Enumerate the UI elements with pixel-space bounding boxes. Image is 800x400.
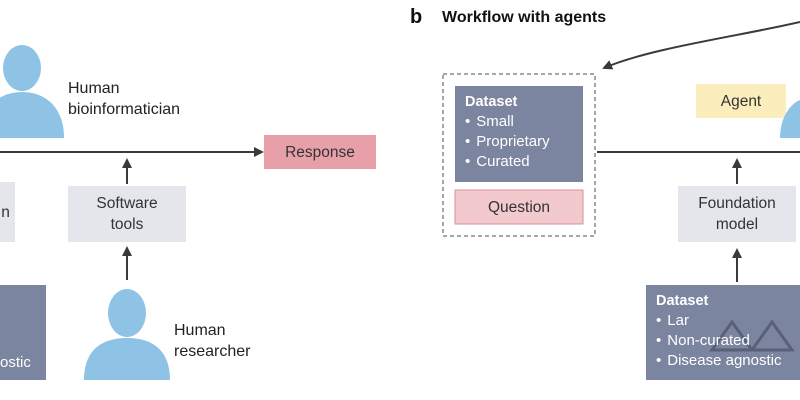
panel-title: Workflow with agents: [442, 9, 607, 26]
label-line: tools: [110, 216, 144, 233]
response-label: Response: [285, 143, 355, 161]
dashed-container: [442, 73, 596, 237]
label-line: Software: [96, 195, 158, 212]
label-line: Human: [174, 322, 226, 339]
label-line: Human: [68, 80, 120, 97]
question-label: Question: [487, 198, 551, 216]
response-box: [264, 135, 376, 169]
dataset-local-content: Dataset Small Proprietary Curated: [455, 86, 583, 182]
question-box: [454, 189, 584, 225]
dataset-foundation-item: Disease agnostic: [656, 351, 800, 371]
foundation-model-label: Foundation model: [678, 186, 796, 242]
dataset-local-title: Dataset: [465, 94, 518, 110]
dataset-local-item: Proprietary: [465, 132, 583, 152]
dataset-local-item: Small: [465, 112, 583, 132]
label-line: Foundation: [698, 195, 776, 212]
left-cut-box-label: n: [1, 203, 10, 221]
label-line: bioinformatician: [68, 101, 181, 118]
dataset-foundation-item: Lar: [656, 311, 800, 331]
human-researcher-icon: [84, 289, 170, 380]
dataset-foundation-content: Dataset Lar Non-curated Disease agnostic: [646, 285, 800, 380]
software-tools-box: [68, 186, 186, 242]
left-dataset-box: [0, 285, 46, 380]
dataset-foundation-item: Non-curated: [656, 331, 800, 351]
human-bioinformatician-icon: [0, 45, 64, 138]
label-line: model: [715, 216, 759, 233]
dataset-local-item: Curated: [465, 152, 583, 172]
label-line: researcher: [174, 343, 251, 360]
human-bioinformatician-label: Human bioinformatician: [68, 78, 180, 120]
curved-arrow-to-dataset: [602, 21, 800, 70]
agent-box: [696, 84, 786, 118]
foundation-model-box: [678, 186, 796, 242]
software-tools-label: Software tools: [68, 186, 186, 242]
dataset-foundation-title: Dataset: [656, 293, 709, 309]
human-researcher-label: Human researcher: [174, 320, 250, 362]
left-dataset-fragment: ostic: [0, 354, 31, 371]
panel-letter: b: [410, 6, 423, 28]
agent-label: Agent: [720, 92, 762, 110]
agent-person-icon: [780, 100, 800, 138]
left-cut-box: [0, 182, 15, 242]
